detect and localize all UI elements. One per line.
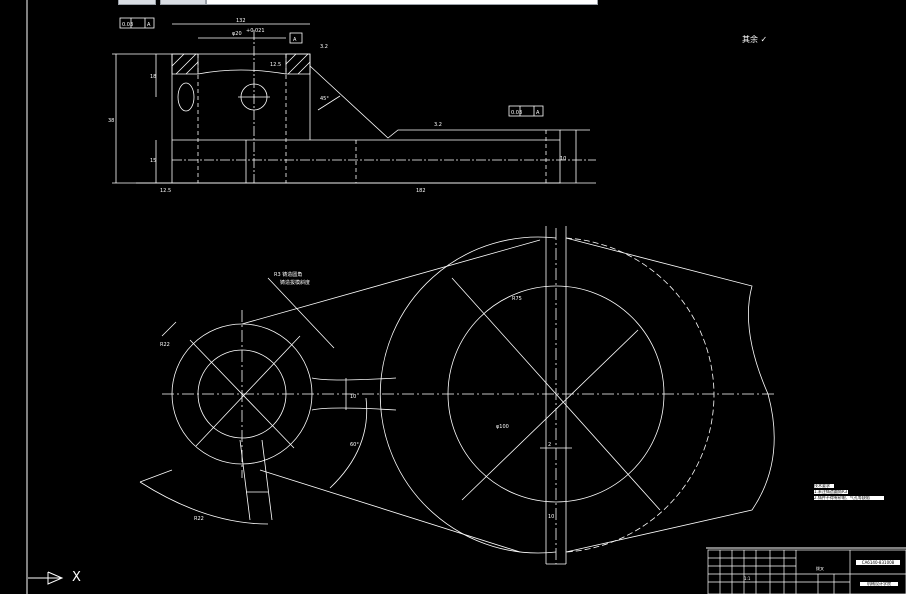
front-view [112,17,596,184]
note-draft: 铸造拔模斜度 [280,279,310,286]
dim-h2: 38 [108,118,114,124]
section-hatch [171,53,311,75]
tol-flatness-top: 0.03 [122,22,133,28]
dim-r-small: R22 [160,342,170,348]
dim-sector: 60° [350,442,359,448]
plan-view-dims: R3 铸造圆角 铸造拔模斜度 R75 φ100 R22 2 10 60° R22… [160,271,554,522]
note-fillet: R3 铸造圆角 [274,271,302,278]
dim-dia-inner: φ100 [496,424,509,430]
rough-c: 3.2 [434,122,442,128]
toolbar-tab-right[interactable] [160,0,206,5]
roughness-default-label: 其余 ✓ [742,35,768,44]
dim-web: 10 [350,394,356,400]
tech-note-1: 1.未注铸造圆角R3 [814,490,848,494]
dim-angle: 45° [320,96,329,102]
drawing-frame [26,0,906,594]
title-scale: 1:1 [744,576,751,581]
toolbar-field[interactable] [206,0,598,5]
dim-flange: R22 [194,516,204,522]
dim-overall-width: 132 [236,18,246,24]
dim-h3: 15 [150,158,156,164]
dim-h1: 18 [150,74,156,80]
title-organization: 机械设计学院 [860,582,898,586]
dim-bore: φ20 [232,31,242,37]
title-part-name: 拨叉 [816,566,824,571]
front-view-dims: 132 φ20 +0.021 0.03 A 0.03 A A 3.2 12.5 … [108,18,566,194]
tol-flatness-mid: 0.03 [511,110,522,116]
rough-d: 12.5 [160,188,171,194]
ucs-icon [28,571,64,585]
title-drawing-code: CA6140-831008 [856,560,900,565]
plan-view [139,226,776,565]
dim-gap: 2 [548,442,551,448]
dim-slot-w: 10 [560,156,566,162]
dim-bore-tol: +0.021 [246,28,265,34]
title-block-grid [707,549,906,594]
rough-b: 12.5 [270,62,281,68]
tol-datum-top: A [147,22,151,28]
rough-a: 3.2 [320,44,328,50]
ucs-x-label: X [72,570,81,585]
dim-base-len: 182 [416,188,426,194]
tech-note-2: 2.铸件不得有砂眼、气孔等缺陷 [814,496,884,500]
toolbar-tab-left[interactable] [118,0,156,5]
tech-note-title: 技术要求 [814,484,834,488]
tech-notes: 技术要求 1.未注铸造圆角R3 2.铸件不得有砂眼、气孔等缺陷 [814,484,886,502]
datum-box: A [293,37,297,43]
dim-slot: 10 [548,514,554,520]
tol-datum-mid: A [536,110,540,116]
dim-r-large: R75 [512,296,522,302]
